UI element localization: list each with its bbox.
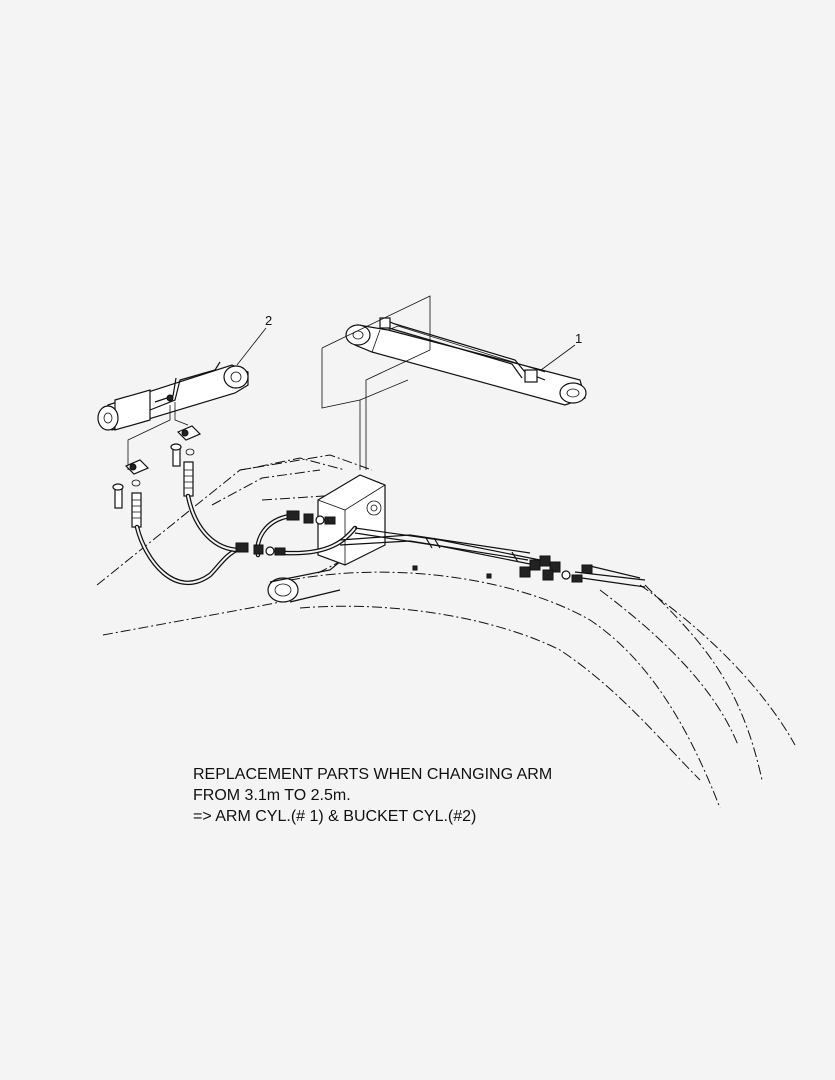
flange-left [112, 459, 150, 509]
callout-arm-cylinder: 1 [575, 331, 583, 346]
bucket-cylinder [97, 361, 249, 431]
hose-fittings-upper [131, 461, 194, 528]
bucket-cylinder-leaders [127, 327, 267, 470]
note-line-1: REPLACEMENT PARTS WHEN CHANGING ARM [193, 766, 553, 783]
note-line-2: FROM 3.1m TO 2.5m. [193, 787, 351, 804]
arm-cylinder-reference [321, 295, 576, 470]
note-line-3: => ARM CYL.(# 1) & BUCKET CYL.(#2) [193, 808, 477, 825]
boom-pin [267, 559, 343, 603]
hoses [134, 493, 646, 588]
hose-fittings-mid [235, 510, 336, 556]
replacement-note: REPLACEMENT PARTS WHEN CHANGING ARM FROM… [193, 764, 552, 827]
flange-right [170, 425, 202, 467]
callout-bucket-cylinder: 2 [265, 313, 273, 328]
hose-fittings-end [412, 555, 593, 583]
arm-cylinder [345, 317, 587, 406]
boom-outline [96, 454, 796, 809]
